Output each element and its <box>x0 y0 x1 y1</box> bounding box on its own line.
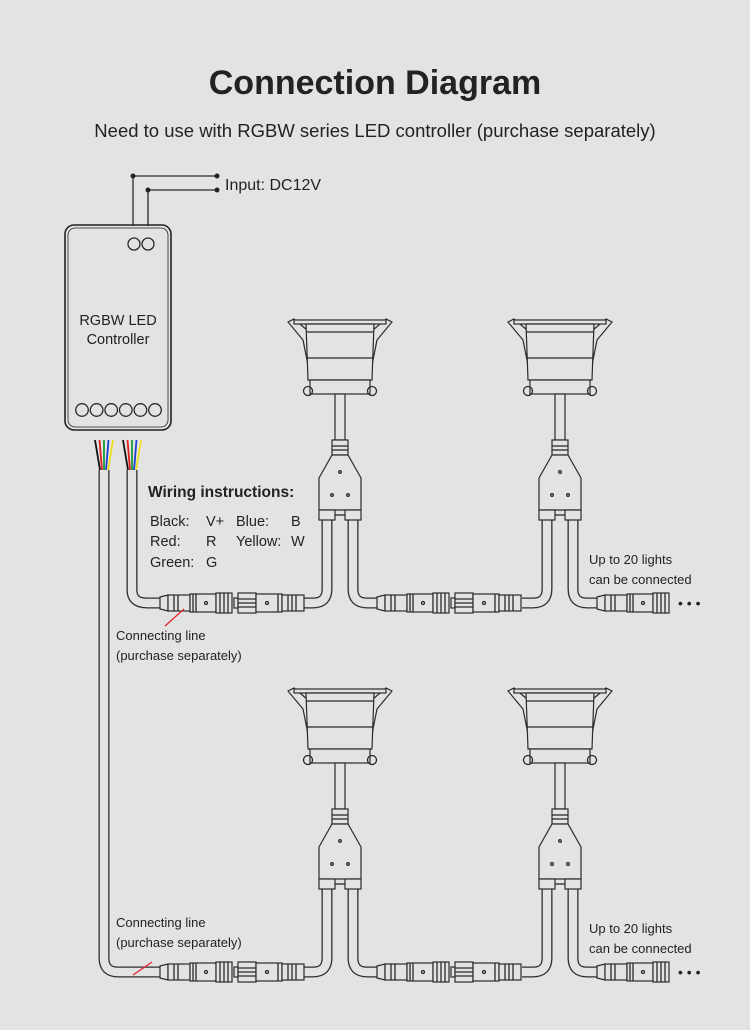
connecting-line-label: Connecting line <box>116 628 206 643</box>
female-connector-icon <box>233 592 305 614</box>
pointer-line <box>132 961 153 976</box>
output-port-icon <box>75 403 89 417</box>
cable <box>522 889 553 978</box>
led-downlight-icon <box>507 318 613 521</box>
output-port-icon <box>104 403 119 417</box>
cable <box>567 889 597 978</box>
wire-label: Black: <box>150 514 190 530</box>
connecting-line-note: (purchase separately) <box>116 648 242 663</box>
male-connector-icon <box>159 592 233 614</box>
cable <box>347 889 377 978</box>
pointer-line <box>164 608 185 627</box>
controller-label-line2: Controller <box>87 332 150 348</box>
connecting-line-label: Connecting line <box>116 915 206 930</box>
cables <box>98 470 597 978</box>
wire-value: V+ <box>206 514 224 530</box>
cable <box>522 520 553 609</box>
max-lights-note: can be connected <box>589 941 692 956</box>
cable <box>126 470 162 609</box>
wire <box>126 439 131 471</box>
wire-value: R <box>206 534 216 550</box>
wire <box>107 439 114 471</box>
wire <box>122 439 129 471</box>
cable <box>567 520 597 609</box>
output-port-icon <box>89 403 104 417</box>
output-port-icon <box>148 403 162 417</box>
max-lights-note: can be connected <box>589 572 692 587</box>
cable <box>304 520 333 609</box>
male-connector-icon <box>159 961 233 983</box>
wire-value: G <box>206 555 217 571</box>
wire <box>135 439 142 471</box>
wire <box>105 439 110 471</box>
wire-label: Red: <box>150 534 181 550</box>
wire-label: Green: <box>150 555 194 571</box>
male-connector-icon <box>376 592 450 614</box>
max-lights-label: Up to 20 lights <box>589 921 673 936</box>
male-connector-icon <box>376 961 450 983</box>
female-connector-icon <box>233 961 305 983</box>
page-title: Connection Diagram <box>209 64 541 102</box>
wire-label: Blue: <box>236 514 269 530</box>
power-input-wires <box>130 173 220 226</box>
male-connector-icon <box>596 961 670 983</box>
wire-value: B <box>291 514 301 530</box>
controller-label-line1: RGBW LED <box>79 313 156 329</box>
rgbw-controller <box>64 224 172 431</box>
led-downlight-icon <box>287 687 393 890</box>
male-connector-icon <box>596 592 670 614</box>
wire-label: Yellow: <box>236 534 281 550</box>
cable <box>98 470 162 978</box>
connecting-line-note: (purchase separately) <box>116 935 242 950</box>
cable <box>347 520 377 609</box>
rgbw-wire-fans <box>94 439 142 471</box>
led-downlight-icon <box>287 318 393 521</box>
wire <box>98 439 103 471</box>
female-connector-icon <box>450 592 522 614</box>
wire <box>133 439 138 471</box>
input-label: Input: DC12V <box>225 177 321 194</box>
continuation-dots: • • • <box>678 595 701 611</box>
output-port-icon <box>118 403 133 417</box>
max-lights-label: Up to 20 lights <box>589 552 673 567</box>
subtitle: Need to use with RGBW series LED control… <box>94 120 655 141</box>
output-port-icon <box>133 403 148 417</box>
led-downlight-icon <box>507 687 613 890</box>
cable <box>304 889 333 978</box>
wire-value: W <box>291 534 305 550</box>
wiring-table: Black: V+ Blue: B Red: R Yellow: W Green… <box>150 514 305 571</box>
wiring-heading: Wiring instructions: <box>148 484 294 501</box>
continuation-dots: • • • <box>678 964 701 980</box>
wire <box>94 439 101 471</box>
female-connector-icon <box>450 961 522 983</box>
